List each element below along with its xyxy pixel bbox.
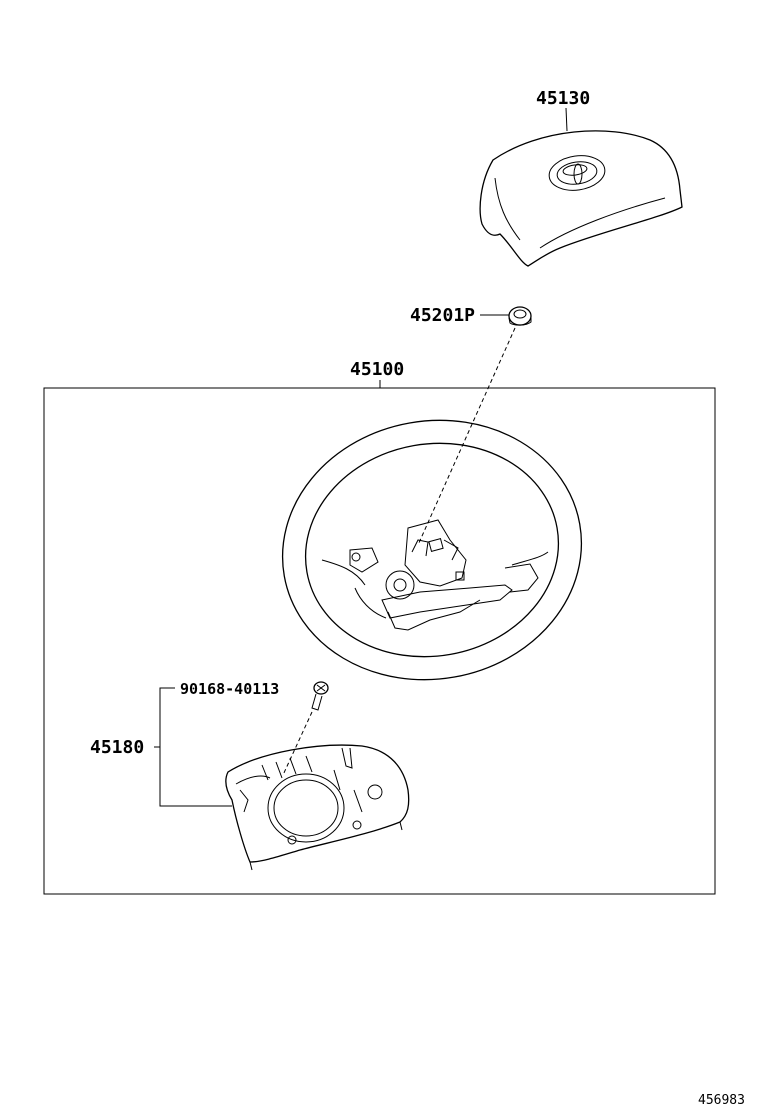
- part-label-45180: 45180: [90, 737, 144, 758]
- part-label-45201P: 45201P: [410, 305, 475, 326]
- lower-cover-drawing: [225, 744, 410, 871]
- horn-pad-drawing: [479, 130, 683, 267]
- assembly-boundary-box: [43, 387, 716, 895]
- screw-assembly-dashed-line: [282, 711, 313, 776]
- pad-leader-line: [565, 107, 568, 132]
- nut-assembly-dashed-line: [417, 327, 516, 546]
- part-label-45130: 45130: [536, 88, 590, 109]
- part-label-45100: 45100: [350, 359, 404, 380]
- part-label-90168-40113: 90168-40113: [180, 680, 279, 698]
- cover-leader-bracket: [159, 687, 232, 807]
- nut-icon: [508, 306, 532, 326]
- figure-id: 456983: [698, 1093, 745, 1108]
- steering-wheel-drawing: [281, 419, 583, 681]
- screw-icon: [311, 681, 329, 711]
